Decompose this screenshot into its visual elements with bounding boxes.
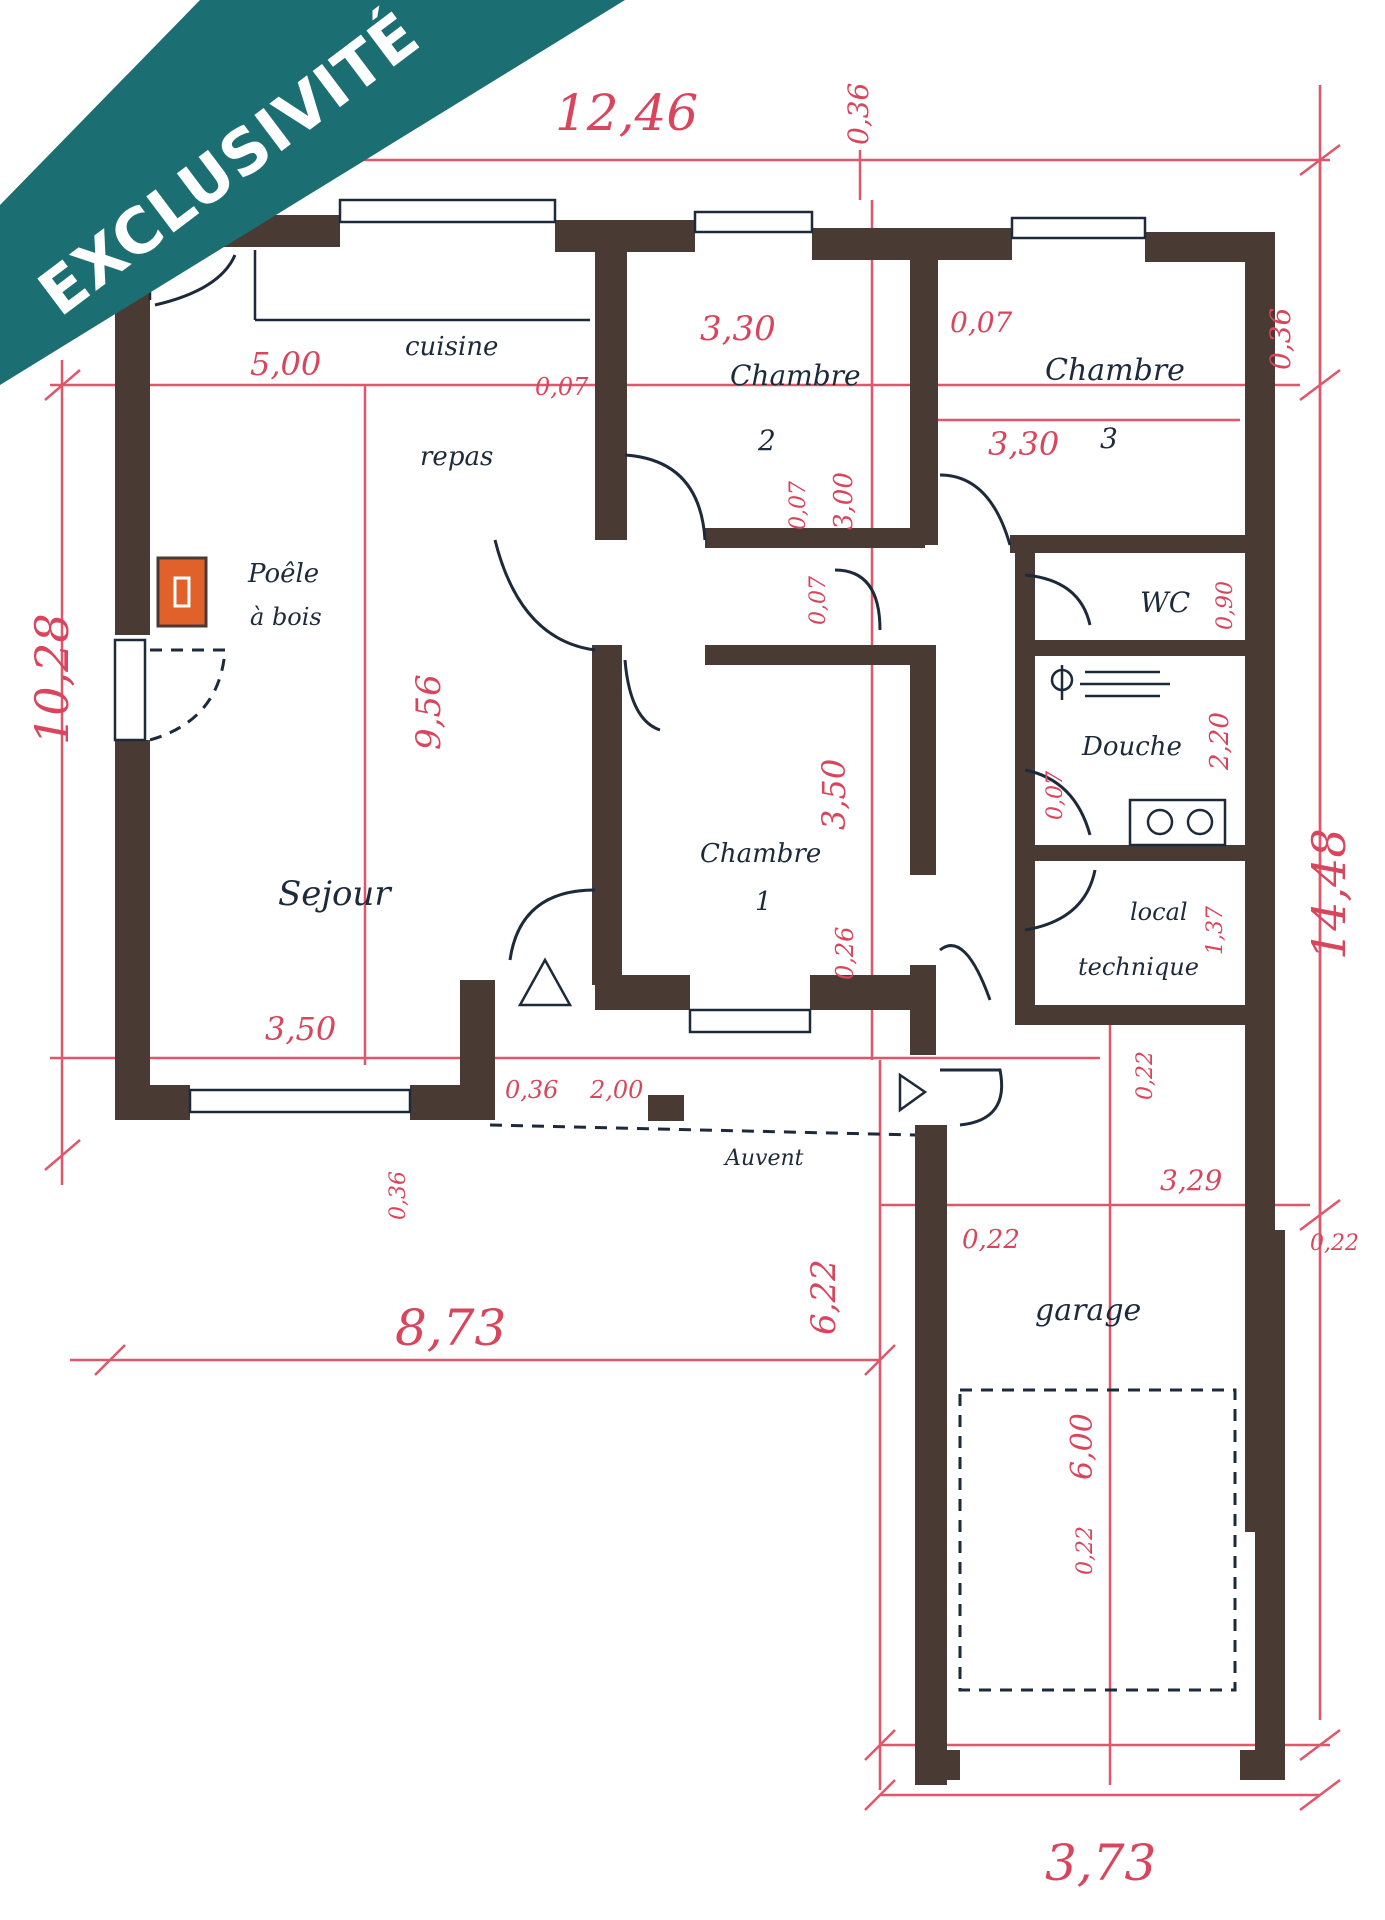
dim-chambre1-depth: 3,50 xyxy=(815,759,853,830)
exclusivity-banner: EXCLUSIVITÉ xyxy=(0,0,625,385)
wall xyxy=(1020,1005,1260,1025)
entrance-arrow-icon xyxy=(517,957,573,1007)
label-auvent: Auvent xyxy=(723,1146,804,1171)
wall xyxy=(1010,535,1250,553)
label-douche: Douche xyxy=(1081,732,1182,762)
dim-wall-022-a: 0,22 xyxy=(1133,1051,1158,1100)
wall xyxy=(705,645,930,665)
dim-chambre2-width: 3,30 xyxy=(700,309,776,349)
garage-entrance-arrow-icon xyxy=(898,1072,928,1113)
label-cuisine: cuisine xyxy=(405,332,498,362)
label-chambre-3-num: 3 xyxy=(1100,422,1118,455)
windows xyxy=(113,198,1147,1114)
dim-entrance-thickness: 0,36 xyxy=(505,1076,558,1104)
wall xyxy=(910,645,936,875)
label-local-1: local xyxy=(1130,898,1188,926)
dim-garage-depth: 6,00 xyxy=(1065,1413,1100,1480)
doors xyxy=(149,254,1237,1692)
dim-bottom-left-thickness: 0,36 xyxy=(386,1171,411,1220)
label-local-2: technique xyxy=(1078,953,1199,981)
wall xyxy=(810,975,935,1010)
label-repas: repas xyxy=(420,442,493,472)
dim-right-total: 14,48 xyxy=(1302,828,1356,960)
label-garage: garage xyxy=(1035,1293,1141,1328)
dim-wall-007-a: 0,07 xyxy=(535,373,589,401)
wall xyxy=(910,235,938,545)
label-chambre-2-num: 2 xyxy=(757,424,776,457)
label-poele-2: à bois xyxy=(250,603,322,631)
pillar xyxy=(648,1095,684,1121)
dim-wall-007-d: 0,07 xyxy=(806,576,831,625)
wall xyxy=(592,645,622,985)
wall xyxy=(915,1125,947,1785)
dim-sejour-depth: 9,56 xyxy=(409,674,449,750)
boiler-icon xyxy=(1128,798,1227,847)
label-chambre-3: Chambre xyxy=(1045,353,1185,388)
dim-top-total: 12,46 xyxy=(555,84,698,142)
label-sejour: Sejour xyxy=(278,874,392,914)
dim-local-depth: 1,37 xyxy=(1203,906,1228,955)
dim-chambre2-depth: 3,00 xyxy=(829,472,859,530)
dim-douche-depth: 2,20 xyxy=(1205,712,1235,771)
wall xyxy=(1240,1750,1285,1780)
walls xyxy=(115,215,1285,1785)
label-wc: WC xyxy=(1140,586,1190,619)
label-chambre-2: Chambre xyxy=(730,359,861,392)
dim-wall-022-c: 0,22 xyxy=(1310,1231,1359,1256)
wall xyxy=(595,975,690,1010)
dim-wc-depth: 0,90 xyxy=(1213,581,1238,630)
wall xyxy=(1020,845,1250,861)
wall xyxy=(915,1750,960,1780)
wall xyxy=(595,230,627,540)
dim-garage-width-inner: 3,29 xyxy=(1160,1164,1222,1197)
dim-wall-022-d: 0,22 xyxy=(1073,1526,1098,1575)
stove-icon xyxy=(156,556,208,628)
dim-wall-022-b: 0,22 xyxy=(962,1225,1020,1255)
shower-icon xyxy=(1050,665,1170,700)
dimension-lines xyxy=(44,85,1341,1811)
dim-chambre3-width: 3,30 xyxy=(988,425,1059,463)
label-chambre-1: Chambre xyxy=(700,839,821,869)
dim-wall-007-e: 0,07 xyxy=(1043,771,1068,820)
wall xyxy=(115,1085,190,1120)
wall xyxy=(1255,1230,1285,1770)
dim-entrance-width: 2,00 xyxy=(589,1076,643,1104)
dim-bottom-total: 8,73 xyxy=(395,1299,506,1357)
dim-cuisine-width: 5,00 xyxy=(250,345,321,383)
wall xyxy=(1020,640,1250,656)
dim-top-thickness: 0,36 xyxy=(842,83,875,145)
fixtures xyxy=(156,556,1227,1121)
dim-wall-007-c: 0,07 xyxy=(786,481,811,530)
room-labels: cuisine repas Poêle à bois Sejour Chambr… xyxy=(247,332,1199,1328)
label-poele-1: Poêle xyxy=(247,559,319,589)
dim-right-thickness: 0,36 xyxy=(1264,308,1297,370)
dim-garage-offset: 6,22 xyxy=(804,1259,844,1335)
dim-wall-007-b: 0,07 xyxy=(950,306,1013,339)
dimension-labels: 12,46 0,36 5,00 0,07 3,30 0,07 3,30 0,36… xyxy=(25,83,1359,1892)
dim-wall-026: 0,26 xyxy=(831,927,859,980)
dim-garage-total: 3,73 xyxy=(1045,1834,1156,1892)
wall xyxy=(115,740,150,1120)
wall xyxy=(705,528,925,548)
wall xyxy=(1015,535,1035,1025)
wall xyxy=(460,980,495,1120)
label-chambre-1-num: 1 xyxy=(755,887,772,917)
dim-sejour-width: 3,50 xyxy=(265,1010,336,1048)
dim-left-total: 10,28 xyxy=(25,613,79,745)
wall xyxy=(1145,232,1260,262)
